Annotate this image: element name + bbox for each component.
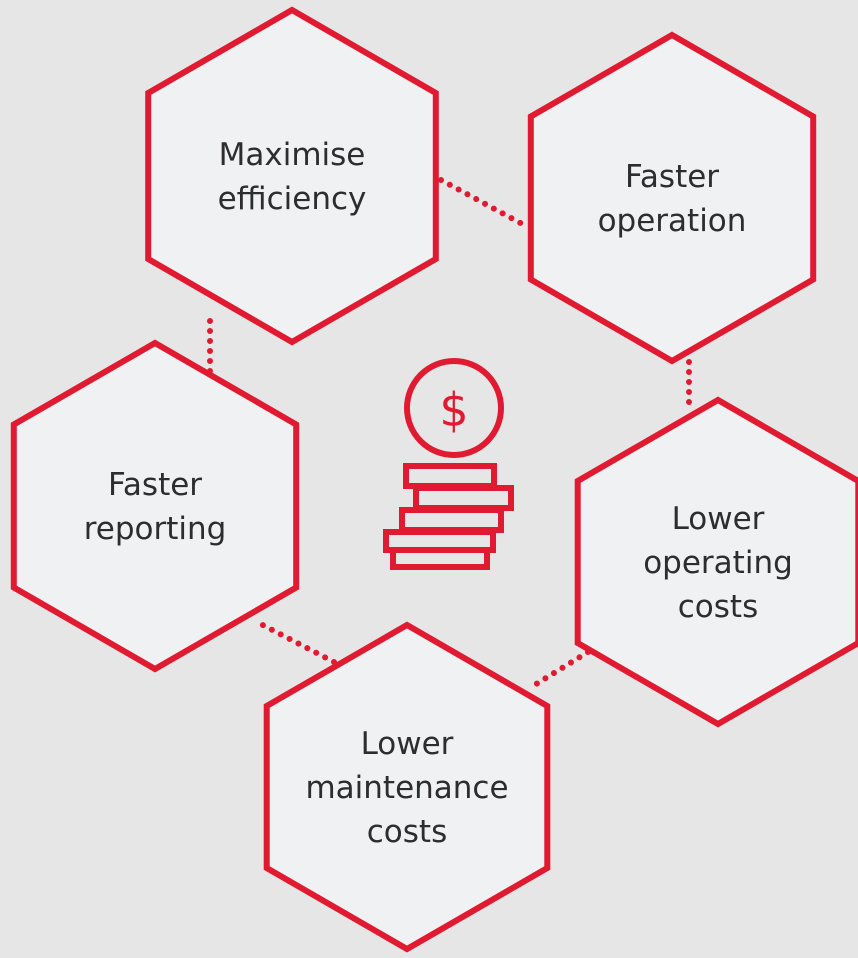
coin-stack-layer	[390, 547, 490, 570]
hex-node-lower-maintenance-costs: Lower maintenance costs	[263, 621, 551, 953]
hex-label-line: Maximise	[219, 137, 366, 173]
hex-node-maximise-efficiency: Maximise efficiency	[145, 6, 439, 346]
hex-node-lower-operating-costs: Lower operating costs	[574, 396, 858, 728]
hex-label-line: costs	[367, 814, 447, 850]
hexagon-shape	[145, 6, 439, 346]
hex-label-line: costs	[678, 589, 758, 625]
coin-stack-layer	[413, 485, 514, 511]
hexagon-nodes: MaximiseefficiencyFasteroperationLowerop…	[10, 6, 858, 953]
dotted-connector	[252, 618, 337, 665]
dollar-sign: $	[439, 383, 468, 437]
hex-label-line: efficiency	[218, 181, 367, 217]
hex-label-line: maintenance	[305, 770, 508, 806]
coin-stack-layer	[403, 463, 497, 489]
coin-stack-layer	[399, 507, 504, 533]
hex-label-line: Lower	[672, 501, 765, 537]
hex-node-faster-operation: Faster operation	[527, 31, 817, 365]
hex-label-line: Lower	[361, 726, 454, 762]
hex-node-faster-reporting: Faster reporting	[10, 339, 300, 673]
hexagon-shape	[10, 339, 300, 673]
hex-label-line: reporting	[84, 511, 227, 547]
hexagon-shape	[574, 396, 858, 728]
dollar-coin-stack-icon: $	[383, 358, 514, 570]
coin-circle	[404, 358, 504, 458]
connectors	[207, 177, 692, 689]
dotted-connector	[438, 177, 529, 229]
hex-label-line: Faster	[108, 467, 202, 503]
hex-label-line: operation	[598, 203, 747, 239]
hex-label-line: Faster	[625, 159, 719, 195]
hex-label-line: operating	[643, 545, 793, 581]
hexagon-shape	[263, 621, 551, 953]
dotted-connector	[530, 649, 591, 689]
hexagon-shape	[527, 31, 817, 365]
